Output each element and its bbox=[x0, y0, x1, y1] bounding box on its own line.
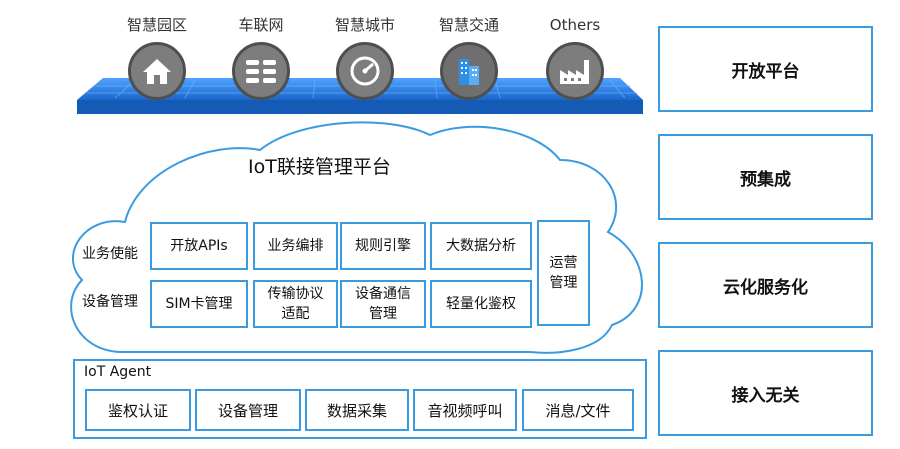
app-label: 智慧交通 bbox=[438, 16, 499, 34]
factory-icon bbox=[546, 42, 604, 100]
app-smart-park: 智慧园区 bbox=[102, 14, 212, 100]
app-label: 车联网 bbox=[238, 16, 284, 34]
feature-pre-integration: 预集成 bbox=[658, 134, 873, 220]
agent-message-file: 消息/文件 bbox=[522, 389, 634, 431]
agent-authentication: 鉴权认证 bbox=[85, 389, 191, 431]
module-big-data: 大数据分析 bbox=[430, 222, 532, 270]
app-label: Others bbox=[549, 16, 601, 34]
module-operations: 运营 管理 bbox=[537, 220, 590, 326]
row-label-business: 业务使能 bbox=[82, 246, 138, 262]
feature-open-platform: 开放平台 bbox=[658, 26, 873, 112]
iot-agent-frame bbox=[73, 359, 647, 439]
agent-av-call: 音视频呼叫 bbox=[413, 389, 517, 431]
app-others: Others bbox=[520, 14, 630, 100]
agent-data-collection: 数据采集 bbox=[305, 389, 409, 431]
feature-cloud-service: 云化服务化 bbox=[658, 242, 873, 328]
module-device-communication: 设备通信 管理 bbox=[340, 280, 426, 328]
module-sim-management: SIM卡管理 bbox=[150, 280, 248, 328]
module-open-apis: 开放APIs bbox=[150, 222, 248, 270]
module-rule-engine: 规则引擎 bbox=[340, 222, 426, 270]
app-label: 智慧城市 bbox=[334, 16, 395, 34]
module-protocol-adaptation: 传输协议 适配 bbox=[253, 280, 338, 328]
gauge-icon bbox=[336, 42, 394, 100]
feature-access-agnostic: 接入无关 bbox=[658, 350, 873, 436]
module-lightweight-auth: 轻量化鉴权 bbox=[430, 280, 532, 328]
house-icon bbox=[128, 42, 186, 100]
row-label-device: 设备管理 bbox=[82, 294, 138, 310]
agent-device-management: 设备管理 bbox=[195, 389, 301, 431]
cars-icon bbox=[232, 42, 290, 100]
cloud-title: IoT联接管理平台 bbox=[248, 156, 391, 178]
app-connected-car: 车联网 bbox=[206, 14, 316, 100]
app-smart-city: 智慧城市 bbox=[310, 14, 420, 100]
module-orchestration: 业务编排 bbox=[253, 222, 338, 270]
app-label: 智慧园区 bbox=[126, 16, 187, 34]
iot-agent-title: IoT Agent bbox=[84, 364, 152, 380]
app-smart-traffic: 智慧交通 bbox=[414, 14, 524, 100]
buildings-icon bbox=[440, 42, 498, 100]
